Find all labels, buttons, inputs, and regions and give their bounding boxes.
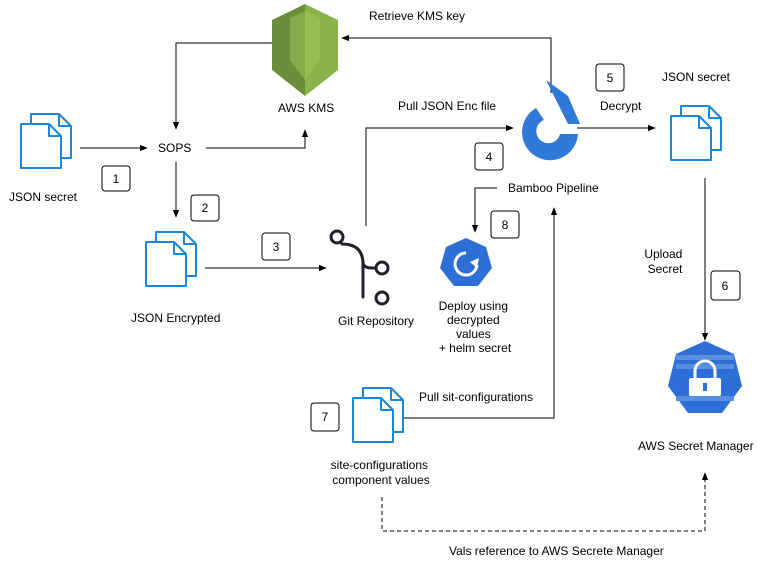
site-configurations-icon <box>351 386 405 444</box>
step-badge-5: 5 <box>595 63 625 92</box>
svg-text:1: 1 <box>113 172 120 186</box>
pull-sit-configurations-label: Pull sit-configurations <box>419 390 533 404</box>
json-encrypted-label: JSON Encrypted <box>131 311 220 325</box>
edge-bamboo-to-kms-retrieve-key <box>341 34 552 93</box>
pull-json-enc-file-label: Pull JSON Enc file <box>398 99 496 113</box>
step-badge-2: 2 <box>190 194 220 222</box>
step-badge-4: 4 <box>474 142 504 171</box>
step-badge-6: 6 <box>710 270 741 301</box>
edge-site-config-to-bamboo-pull <box>403 207 558 419</box>
step-badges: 1 2 3 4 5 6 7 8 <box>101 63 741 432</box>
edges <box>80 34 709 532</box>
svg-text:2: 2 <box>202 201 209 215</box>
json-secret-right-icon <box>669 104 723 162</box>
svg-text:8: 8 <box>502 218 509 232</box>
vals-reference-label: Vals reference to AWS Secrete Manager <box>449 544 664 558</box>
step-badge-1: 1 <box>101 165 131 192</box>
aws-secret-manager-label: AWS Secret Manager <box>638 439 754 453</box>
sops-label: SOPS <box>158 141 191 155</box>
decrypt-label: Decrypt <box>600 99 642 113</box>
site-configurations-label: site-configurations component values <box>331 458 432 487</box>
git-repository-label: Git Repository <box>338 314 414 328</box>
json-secret-left-icon <box>20 113 72 169</box>
json-secret-left-label: JSON secret <box>9 190 78 204</box>
upload-secret-label: Upload Secret <box>644 247 685 276</box>
svg-text:4: 4 <box>486 150 493 164</box>
kubernetes-deploy-icon <box>440 238 492 286</box>
bamboo-pipeline-label: Bamboo Pipeline <box>508 181 599 195</box>
edge-bamboo-to-deploy <box>471 187 497 233</box>
deploy-label: Deploy using decrypted values + helm sec… <box>439 299 512 355</box>
secret-manager-lock-icon <box>668 341 742 413</box>
svg-text:3: 3 <box>273 240 280 254</box>
svg-text:6: 6 <box>722 279 729 293</box>
bamboo-icon <box>522 80 580 161</box>
edge-git-to-bamboo-pull-enc <box>365 124 514 226</box>
step-badge-7: 7 <box>310 402 340 432</box>
step-badge-3: 3 <box>261 232 291 261</box>
edge-kms-to-sops <box>172 42 272 130</box>
aws-kms-icon <box>272 4 338 96</box>
svg-text:7: 7 <box>322 410 329 424</box>
aws-kms-label: AWS KMS <box>278 101 334 115</box>
json-encrypted-icon <box>145 231 197 287</box>
edge-site-config-to-secret-manager-vals <box>381 472 709 532</box>
step-badge-8: 8 <box>490 210 520 239</box>
svg-text:5: 5 <box>607 71 614 85</box>
git-branch-icon <box>329 229 390 306</box>
json-secret-right-label: JSON secret <box>662 70 731 84</box>
retrieve-kms-key-label: Retrieve KMS key <box>369 9 465 23</box>
edge-sops-to-kms <box>206 129 309 149</box>
